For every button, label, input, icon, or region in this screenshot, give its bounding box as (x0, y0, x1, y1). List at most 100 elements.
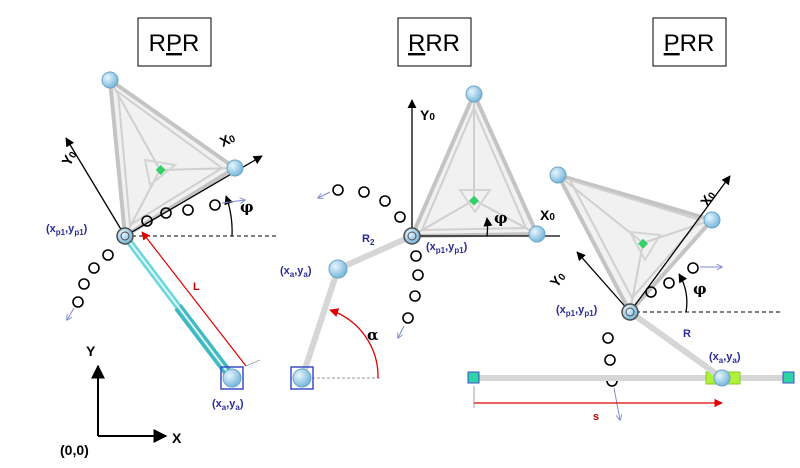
title-prr-post: RR (680, 30, 715, 57)
xp1-rpr-y: ,y (65, 223, 75, 235)
L-tick-rpr (245, 359, 261, 367)
svg-text:RRR: RRR (408, 30, 460, 57)
title-rrr-post: RR (425, 30, 460, 57)
trajectory-circles-rpr-left (72, 249, 114, 308)
phi-label-rrr: φ (494, 209, 508, 227)
phi-arc-prr (678, 273, 688, 313)
panel-rpr: X0 Y0 φ L (46, 71, 278, 412)
trajectory-circles-rrr-upper (332, 184, 406, 223)
xp1-rpr-sub2: p1 (74, 228, 84, 237)
xp1-rrr-sub1: p1 (436, 246, 446, 255)
xp1-rpr-close: ) (84, 223, 88, 235)
platform-joint-rrr-ring (407, 231, 417, 241)
platform-prr (554, 171, 716, 316)
x0-label-rrr-x: X (540, 207, 550, 223)
xa-prr-open: (x (709, 351, 720, 363)
traj-arrow-prr-down (613, 387, 620, 420)
link-lower-rrr (299, 268, 341, 379)
x0-label-rpr: X0 (217, 129, 238, 150)
y0-label-prr: Y0 (547, 268, 569, 290)
rail-end-right (782, 371, 795, 384)
base-square-rpr (220, 366, 244, 390)
y0-axis-prr (576, 251, 631, 313)
title-rpr-pre: R (149, 30, 166, 57)
xa-rrr-y: ,y (294, 265, 304, 277)
L-dimension-rpr (141, 231, 247, 367)
xa-rpr-close: ) (240, 398, 244, 410)
alpha-label-rrr: α (367, 326, 379, 344)
elbow-joint-rrr (328, 259, 348, 279)
xp1-rpr-sub1: p1 (56, 228, 66, 237)
xa-label-prr: (xa,ya) (709, 351, 741, 365)
phi-arc-rpr (224, 195, 234, 237)
origin-y-label: Y (86, 343, 96, 359)
base-square-rrr (290, 366, 314, 390)
origin-x-label: X (172, 430, 182, 446)
xa-prr-sub2: a (732, 356, 737, 365)
link-R-prr (628, 309, 724, 381)
xp1-rrr-open: (x (426, 241, 437, 253)
trajectory-circles-prr-right (645, 262, 699, 298)
phi-arc-rrr (483, 217, 493, 237)
title-prr-mid: P (664, 30, 680, 57)
title-rpr-post: R (182, 30, 199, 57)
s-label: s (593, 411, 599, 423)
platform-vertex-prr-right (703, 211, 721, 229)
xp1-prr-y: ,y (575, 304, 585, 316)
xp1-rpr-open: (x (46, 223, 57, 235)
title-prr: PRR (652, 17, 727, 67)
svg-text:PRR: PRR (664, 30, 715, 57)
x0-label-rrr-sub: 0 (549, 212, 555, 223)
xa-rpr-sub2: a (235, 403, 240, 412)
y0-label-rrr: Y0 (420, 107, 435, 123)
platform-vertex-rpr-top (101, 71, 119, 89)
xp1-label-prr: (xp1,yp1) (556, 304, 598, 318)
platform-joint-rpr (116, 227, 134, 245)
L-label: L (193, 281, 200, 293)
title-rpr-mid: P (166, 30, 182, 57)
xa-prr-close: ) (737, 351, 741, 363)
prismatic-link-rpr-hl (124, 235, 233, 379)
R2-label: R2 (362, 233, 375, 247)
alpha-arc-rrr (329, 308, 379, 379)
platform-center-prr (638, 238, 648, 249)
xa-rpr-sub1: a (222, 403, 227, 412)
y0-label-rpr-sub: 0 (67, 150, 80, 161)
xa-rpr-open: (x (212, 398, 223, 410)
xp1-label-rpr: (xp1,yp1) (46, 223, 88, 237)
rail-end-left (467, 371, 480, 384)
trajectory-circles-rpr-right (141, 199, 221, 227)
x0-label-rpr-sub: 0 (228, 133, 238, 146)
xp1-label-rrr: (xp1,yp1) (426, 241, 468, 255)
xa-rrr-sub1: a (290, 270, 295, 279)
y0-label-rpr: Y0 (58, 147, 80, 168)
traj-arrow-rpr-left (67, 307, 75, 320)
platform-joint-rpr-ring (120, 231, 130, 241)
traj-arrow-rrr-lower (398, 325, 405, 338)
platform-rpr (107, 75, 239, 240)
xa-rrr-close: ) (308, 265, 312, 277)
origin-label: (0,0) (60, 442, 89, 458)
x0-label-rrr: X0 (540, 207, 555, 223)
xp1-prr-open: (x (556, 304, 567, 316)
x0-label-prr-sub: 0 (706, 190, 718, 201)
R2-letter: R (362, 233, 370, 245)
panel-rrr: Y0 X0 φ α R2 (280, 85, 560, 390)
xa-rrr-open: (x (280, 265, 291, 277)
xa-prr-y: ,y (723, 351, 733, 363)
xp1-rrr-y: ,y (445, 241, 455, 253)
platform-vertex-rpr-right (226, 159, 244, 177)
platform-vertex-prr-left (549, 166, 567, 184)
phi-label-prr: φ (693, 280, 707, 298)
xa-rrr-sub2: a (303, 270, 308, 279)
platform-center-rrr (469, 195, 479, 206)
xp1-prr-sub2: p1 (584, 309, 594, 318)
xa-prr-sub1: a (719, 356, 724, 365)
x0-label-prr: X0 (697, 187, 719, 209)
title-rrr: RRR (397, 17, 472, 67)
y0-label-rrr-y: Y (420, 107, 430, 123)
link-upper-rrr (336, 233, 414, 272)
platform-joint-rrr (403, 227, 421, 245)
svg-text:RPR: RPR (149, 30, 200, 57)
